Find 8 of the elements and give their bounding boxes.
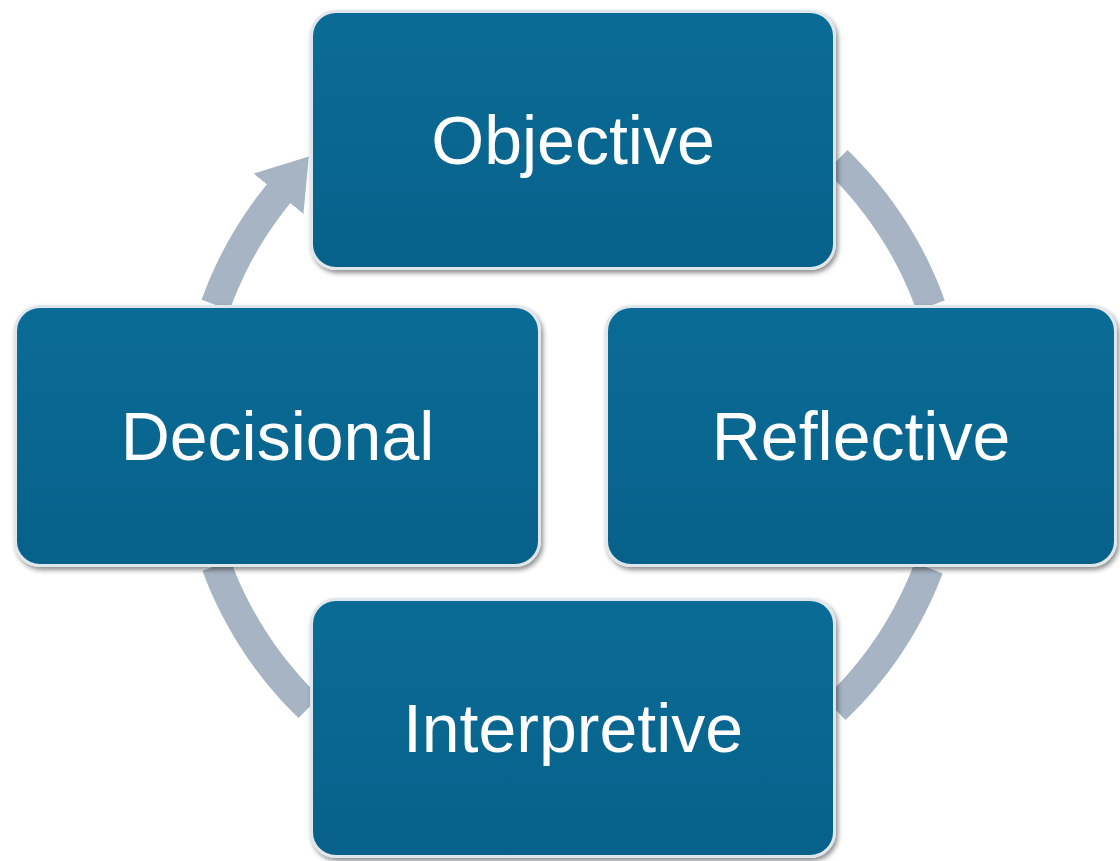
box-label: Objective bbox=[431, 101, 715, 179]
box-label: Interpretive bbox=[402, 689, 744, 767]
process-box bbox=[14, 305, 541, 567]
process-box bbox=[310, 10, 836, 270]
box-label: Reflective bbox=[711, 397, 1011, 475]
process-box bbox=[310, 598, 836, 858]
box-label: Decisional bbox=[120, 397, 435, 475]
process-box bbox=[605, 305, 1117, 567]
